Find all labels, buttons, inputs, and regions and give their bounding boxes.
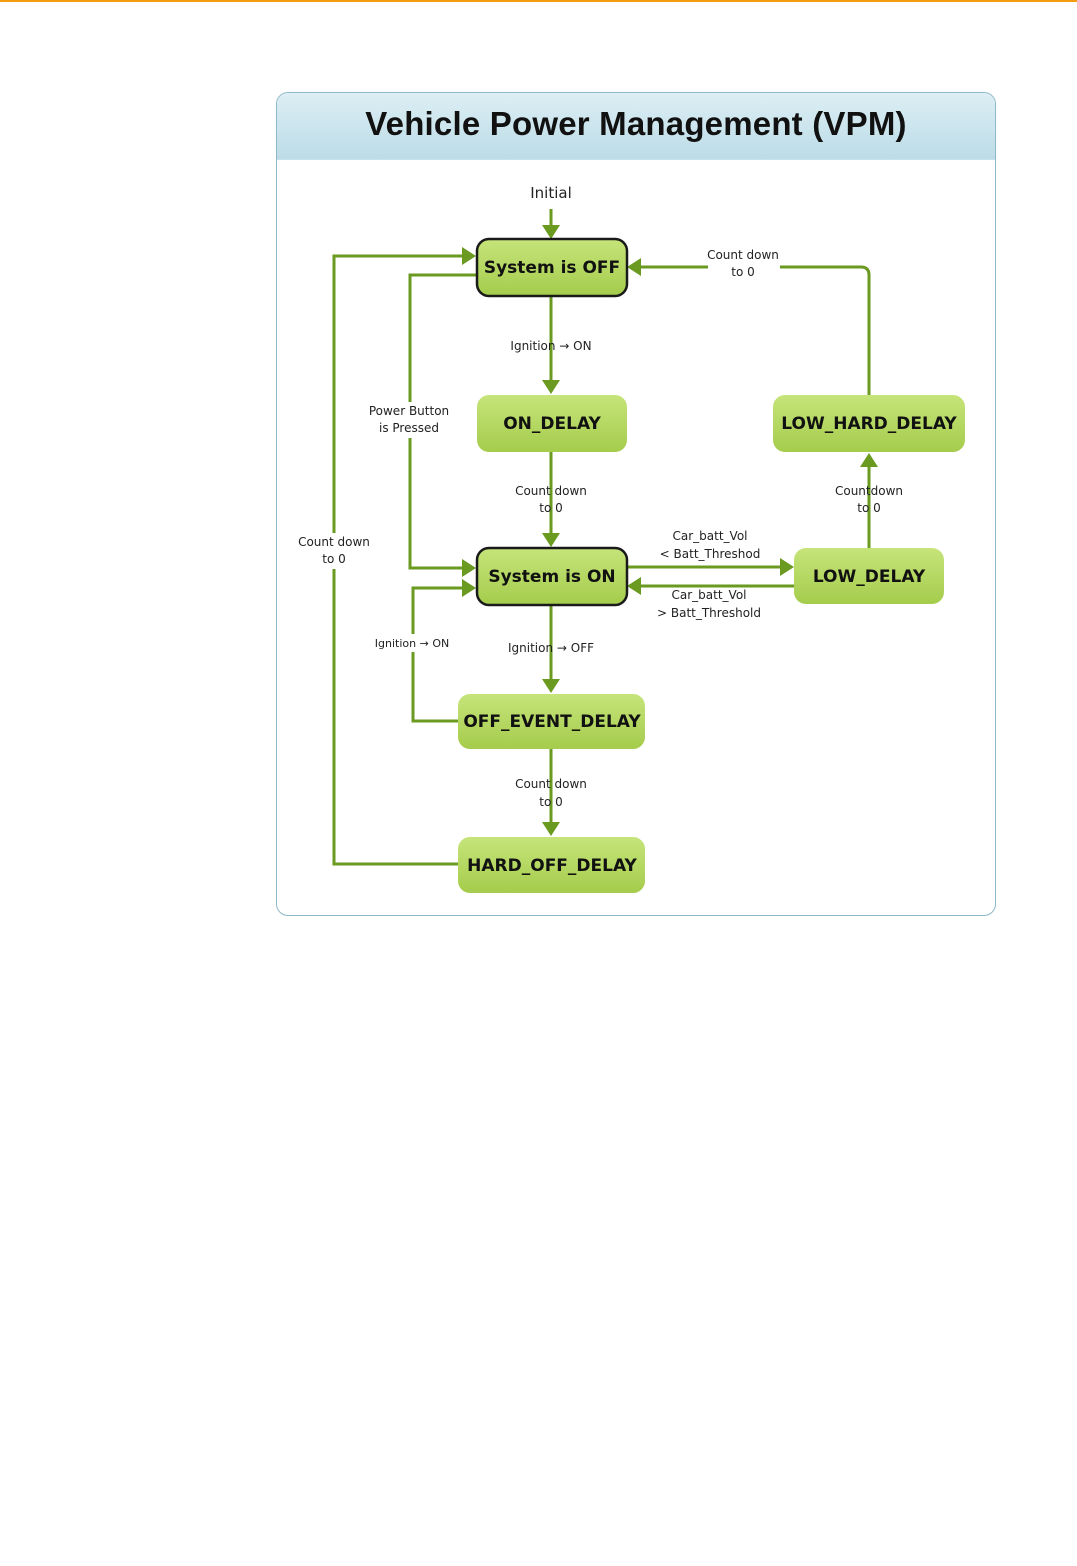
label-countdown-line2: to 0: [857, 501, 881, 515]
label-batt-high-line2: > Batt_Threshold: [657, 606, 761, 620]
label-countdown-line1: Countdown: [835, 484, 903, 498]
arrowhead-icon: [462, 579, 476, 597]
state-hard-off-delay: HARD_OFF_DELAY: [458, 837, 645, 893]
label-countdown-line1: Count down: [707, 248, 779, 262]
state-diagram: System is OFF ON_DELAY System is ON OFF_…: [295, 184, 965, 893]
figure-header: [277, 93, 995, 160]
label-countdown-line2: to 0: [731, 265, 755, 279]
arrowhead-icon: [542, 380, 560, 394]
label-countdown-line1: Count down: [515, 777, 587, 791]
state-on-delay: ON_DELAY: [477, 395, 627, 452]
label-batt-low-line2: < Batt_Threshod: [660, 547, 761, 561]
arrowhead-icon: [542, 533, 560, 547]
state-label: OFF_EVENT_DELAY: [463, 712, 641, 732]
label-batt-high-line1: Car_batt_Vol: [672, 588, 747, 602]
edge-lowhard-to-off: [780, 265, 871, 395]
label-batt-low-line1: Car_batt_Vol: [673, 529, 748, 543]
figure-title: Vehicle Power Management (VPM): [365, 105, 907, 142]
state-label: HARD_OFF_DELAY: [467, 856, 637, 876]
top-accent-rule: [0, 0, 1077, 2]
state-label: LOW_DELAY: [813, 567, 926, 587]
state-label: ON_DELAY: [503, 414, 601, 434]
label-ignition-on: Ignition → ON: [510, 339, 591, 353]
state-low-delay: LOW_DELAY: [794, 548, 944, 604]
arrowhead-icon: [542, 822, 560, 836]
arrowhead-icon: [860, 453, 878, 467]
state-label: System is OFF: [484, 258, 620, 278]
arrowhead-icon: [462, 559, 476, 577]
edges: [332, 209, 878, 866]
arrowhead-icon: [627, 577, 641, 595]
state-label: System is ON: [488, 567, 615, 587]
state-system-off: System is OFF: [475, 237, 629, 298]
state-low-hard-delay: LOW_HARD_DELAY: [773, 395, 965, 452]
arrowhead-icon: [542, 679, 560, 693]
arrowhead-icon: [627, 258, 641, 276]
state-label: LOW_HARD_DELAY: [781, 414, 957, 434]
label-countdown-line2: to 0: [322, 552, 346, 566]
arrowhead-icon: [780, 558, 794, 576]
vpm-figure: Vehicle Power Management (VPM): [276, 92, 996, 916]
initial-label: Initial: [530, 184, 572, 202]
edge-offevent-to-on: [411, 586, 463, 723]
label-countdown-line2: to 0: [539, 795, 563, 809]
label-countdown-line1: Count down: [298, 535, 370, 549]
label-ignition-off: Ignition → OFF: [508, 641, 594, 655]
label-countdown-line1: Count down: [515, 484, 587, 498]
label-countdown-line2: to 0: [539, 501, 563, 515]
label-power-button-line1: Power Button: [369, 404, 449, 418]
arrowhead-icon: [462, 247, 476, 265]
label-ignition-on-2: Ignition → ON: [375, 637, 449, 650]
arrowhead-icon: [542, 225, 560, 239]
edge-labels: Initial Ignition → ON Count down to 0 Ig…: [295, 184, 903, 809]
label-power-button-line2: is Pressed: [379, 421, 439, 435]
state-off-event-delay: OFF_EVENT_DELAY: [458, 694, 645, 749]
state-system-on: System is ON: [475, 546, 629, 607]
